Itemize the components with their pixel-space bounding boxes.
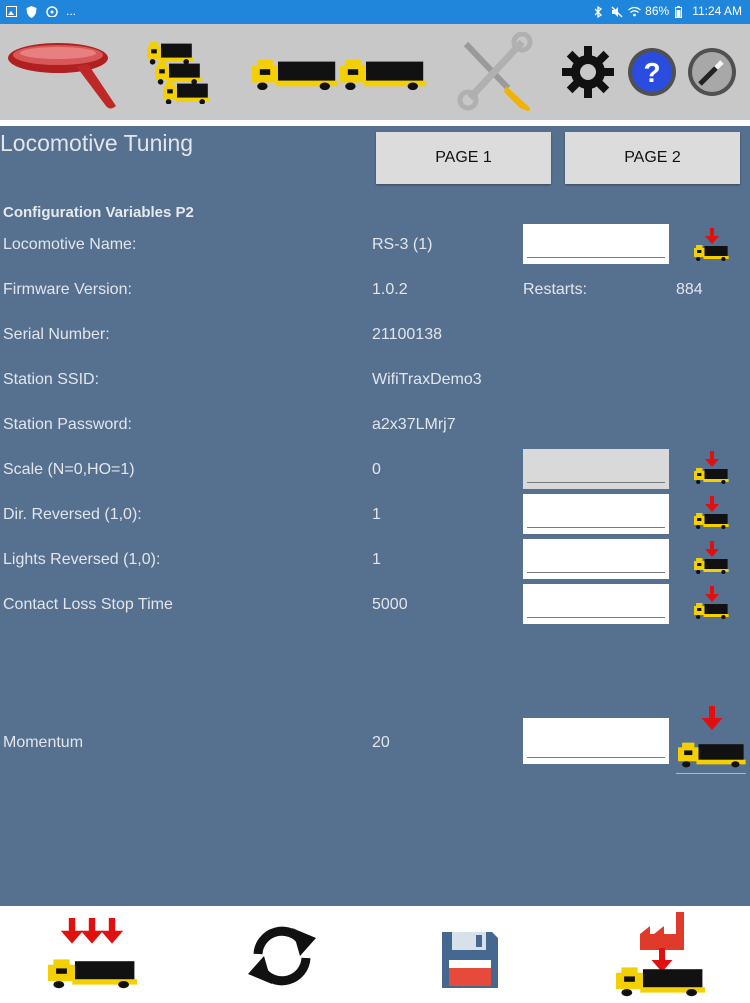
loco-name-value: RS-3 (1) bbox=[372, 236, 433, 253]
bluetooth-icon bbox=[594, 5, 605, 18]
clock: 11:24 AM bbox=[692, 4, 742, 18]
lights-reversed-value: 1 bbox=[372, 551, 381, 568]
send-all-icon[interactable] bbox=[46, 918, 138, 990]
send-lights-reversed-button[interactable] bbox=[690, 541, 732, 575]
dir-reversed-value: 1 bbox=[372, 506, 381, 523]
password-value: a2x37LMrj7 bbox=[372, 416, 456, 433]
save-icon[interactable] bbox=[440, 930, 500, 990]
send-contact-loss-button[interactable] bbox=[690, 586, 732, 620]
svg-text:?: ? bbox=[643, 57, 660, 88]
serial-value: 21100138 bbox=[372, 326, 442, 343]
dir-reversed-label: Dir. Reversed (1,0): bbox=[3, 506, 142, 523]
serial-label: Serial Number: bbox=[3, 326, 110, 343]
loco-name-input[interactable] bbox=[527, 228, 665, 258]
firmware-value: 1.0.2 bbox=[372, 281, 408, 298]
page-1-button[interactable]: PAGE 1 bbox=[376, 132, 551, 184]
contact-loss-label: Contact Loss Stop Time bbox=[3, 596, 173, 613]
factory-reset-icon[interactable] bbox=[614, 912, 706, 998]
password-label: Station Password: bbox=[3, 416, 132, 433]
tuning-panel: Locomotive Tuning PAGE 1 PAGE 2 Configur… bbox=[0, 126, 750, 906]
refresh-icon[interactable] bbox=[240, 914, 324, 998]
lights-reversed-label: Lights Reversed (1,0): bbox=[3, 551, 161, 568]
mute-icon bbox=[611, 6, 623, 17]
toolbar-divider bbox=[0, 120, 750, 126]
locomotive-group-icon[interactable] bbox=[145, 38, 223, 105]
momentum-field[interactable] bbox=[523, 718, 669, 764]
send-dir-reversed-button[interactable] bbox=[690, 496, 732, 530]
page-2-button[interactable]: PAGE 2 bbox=[565, 132, 740, 184]
app-toolbar: ? bbox=[0, 24, 750, 120]
loco-name-label: Locomotive Name: bbox=[3, 236, 137, 253]
scale-field bbox=[523, 449, 669, 489]
ssid-label: Station SSID: bbox=[3, 371, 100, 388]
wifi-icon bbox=[628, 6, 642, 17]
dir-reversed-input[interactable] bbox=[527, 498, 665, 528]
section-title: Configuration Variables P2 bbox=[3, 204, 194, 221]
scale-label: Scale (N=0,HO=1) bbox=[3, 461, 135, 478]
help-icon[interactable]: ? bbox=[626, 46, 678, 98]
battery-percent: 86% bbox=[645, 4, 670, 18]
gear-icon[interactable] bbox=[560, 44, 616, 100]
page-title: Locomotive Tuning bbox=[0, 130, 194, 156]
frying-pan-icon[interactable] bbox=[6, 36, 118, 112]
wifi-location-icon bbox=[46, 5, 58, 18]
image-notification-icon bbox=[6, 5, 17, 17]
magic-wand-icon[interactable] bbox=[686, 46, 738, 98]
bottom-action-bar bbox=[0, 906, 750, 1000]
restarts-value: 884 bbox=[676, 281, 703, 298]
lights-reversed-input[interactable] bbox=[527, 543, 665, 573]
firmware-label: Firmware Version: bbox=[3, 281, 132, 298]
momentum-label: Momentum bbox=[3, 734, 84, 751]
send-momentum-button[interactable] bbox=[676, 704, 746, 775]
ssid-value: WifiTraxDemo3 bbox=[372, 371, 482, 388]
scale-value: 0 bbox=[372, 461, 381, 478]
tools-icon[interactable] bbox=[454, 31, 534, 112]
locomotive-pair-icon[interactable] bbox=[252, 50, 428, 91]
contact-loss-value: 5000 bbox=[372, 596, 408, 613]
lights-reversed-field[interactable] bbox=[523, 539, 669, 579]
restarts-label: Restarts: bbox=[523, 281, 588, 298]
send-loco-name-button[interactable] bbox=[690, 228, 732, 262]
shield-icon bbox=[26, 5, 37, 18]
more-notifications-indicator: ... bbox=[66, 4, 77, 18]
scale-input bbox=[527, 453, 665, 483]
momentum-input[interactable] bbox=[527, 722, 665, 758]
send-scale-button[interactable] bbox=[690, 451, 732, 485]
status-bar: ... 86% 11:24 AM bbox=[0, 0, 750, 24]
loco-name-field[interactable] bbox=[523, 224, 669, 264]
momentum-value: 20 bbox=[372, 734, 390, 751]
contact-loss-input[interactable] bbox=[527, 588, 665, 618]
battery-icon bbox=[675, 5, 686, 18]
contact-loss-field[interactable] bbox=[523, 584, 669, 624]
dir-reversed-field[interactable] bbox=[523, 494, 669, 534]
